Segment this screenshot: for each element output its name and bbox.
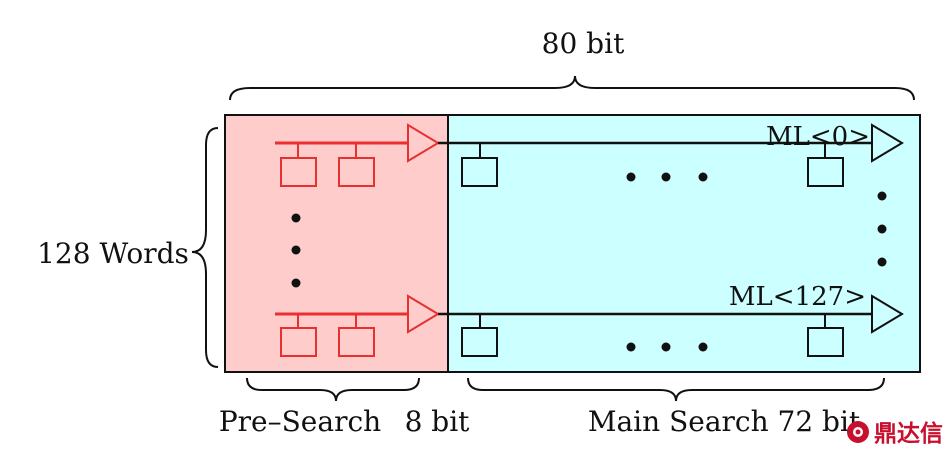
pre-search-brace xyxy=(246,377,420,402)
words-label: 128 Words xyxy=(37,237,189,270)
top-brace xyxy=(229,75,915,101)
pre-bits-label: 8 bit xyxy=(405,405,471,438)
watermark-logo-text: 鼎达信 xyxy=(874,420,943,447)
top-width-label: 80 bit xyxy=(542,27,625,60)
main-cell xyxy=(461,327,498,357)
pre-vertical-ellipsis xyxy=(291,213,301,288)
main-search-label: Main Search 72 bit xyxy=(588,405,861,438)
main-vertical-ellipsis xyxy=(877,191,887,267)
array-outline xyxy=(224,114,921,373)
pre-cell xyxy=(280,157,317,187)
pre-sense-amp-icon xyxy=(407,123,440,163)
pre-cell xyxy=(338,157,375,187)
pre-search-row-0 xyxy=(275,123,440,187)
ml-0-label: ML<0> xyxy=(766,122,870,152)
main-search-region xyxy=(448,115,920,372)
main-search-row-127: ML<127> xyxy=(438,282,904,357)
dingdaxin-logo-icon xyxy=(847,421,869,443)
main-sense-amp-icon xyxy=(871,294,904,334)
main-horizontal-ellipsis-top xyxy=(626,172,708,182)
main-cell xyxy=(461,157,498,187)
pre-cell xyxy=(280,327,317,357)
pre-sense-amp-icon xyxy=(407,294,440,334)
ml-127-label: ML<127> xyxy=(729,282,866,312)
pre-cell xyxy=(338,327,375,357)
main-search-row-0: ML<0> xyxy=(438,122,904,187)
main-sense-amp-icon xyxy=(871,123,904,163)
pre-search-row-127 xyxy=(275,294,440,357)
pre-search-label: Pre–Search xyxy=(219,405,381,438)
main-horizontal-ellipsis-bottom xyxy=(626,342,708,352)
pre-search-region xyxy=(225,115,448,372)
main-search-brace xyxy=(467,377,885,402)
main-cell xyxy=(807,157,844,187)
left-brace xyxy=(191,127,219,368)
main-cell xyxy=(807,327,844,357)
